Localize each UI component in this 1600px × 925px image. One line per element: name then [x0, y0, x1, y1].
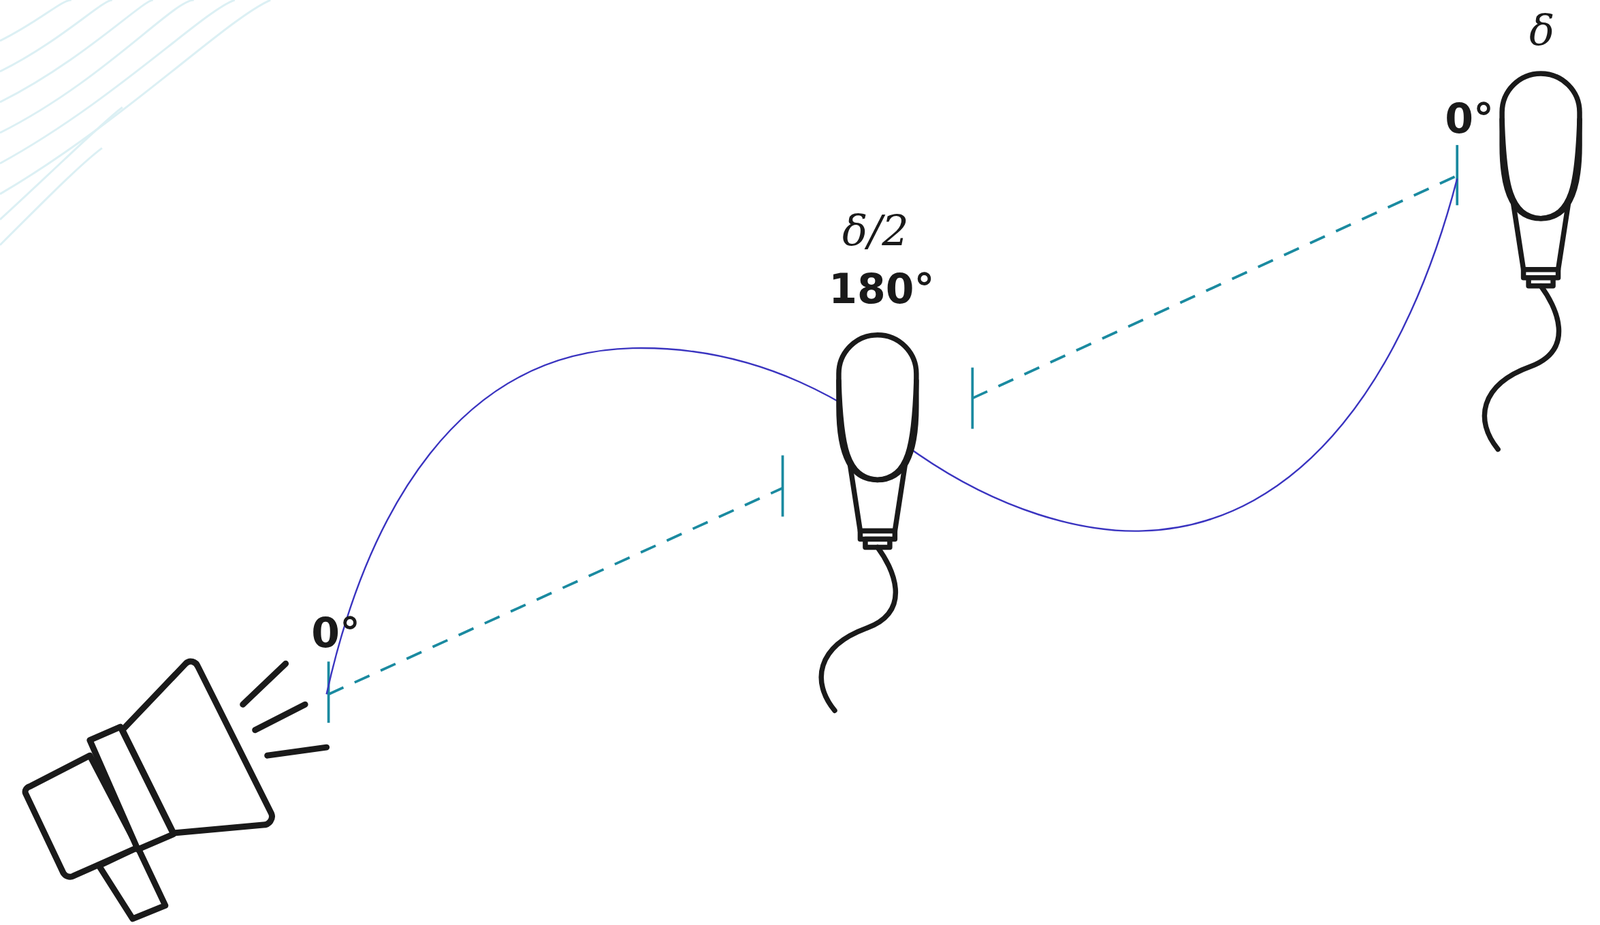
- distance-label: δ/2: [842, 209, 909, 252]
- microphone-icon: [1484, 73, 1580, 450]
- background-stripes: [0, 0, 271, 246]
- distance-lines: [328, 145, 1458, 723]
- phase-label: 0°: [1444, 98, 1494, 139]
- sine-wave: [326, 178, 1458, 694]
- phase-label: 0°: [311, 612, 361, 653]
- microphone-icon: [821, 334, 917, 711]
- phase-label: 180°: [828, 268, 935, 310]
- megaphone-icon: [25, 661, 327, 919]
- distance-label: δ: [1529, 9, 1555, 52]
